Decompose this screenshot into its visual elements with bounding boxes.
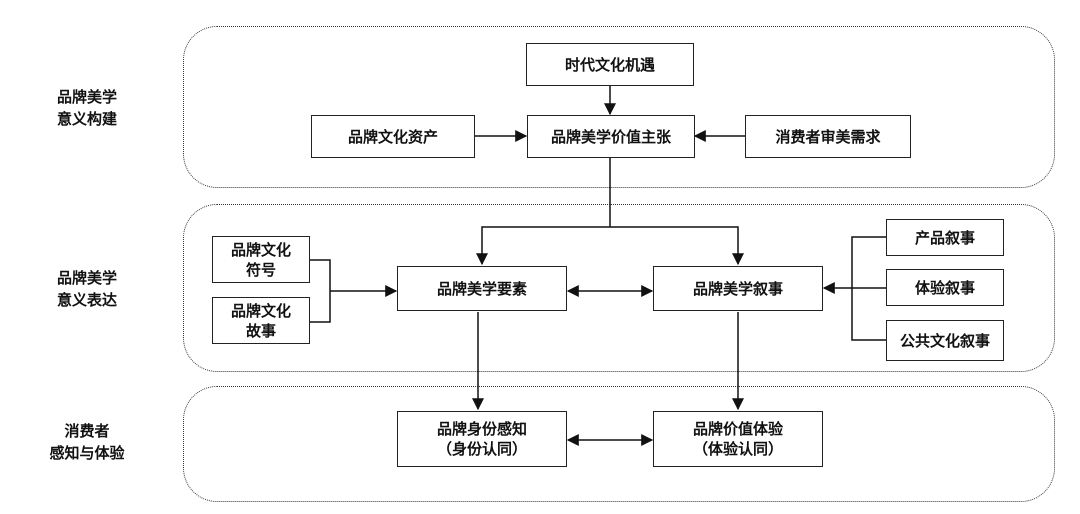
node-text: 消费者审美需求: [775, 127, 881, 146]
node-text: 公共文化叙事: [899, 331, 990, 350]
node-consumer-demand: 消费者审美需求: [745, 115, 911, 158]
node-text: 产品叙事: [914, 228, 975, 247]
node-text: 品牌价值体验: [692, 420, 783, 438]
node-text: 时代文化机遇: [564, 55, 655, 74]
node-text: 品牌文化: [230, 301, 291, 320]
layer-label-perception: 消费者 感知与体验: [17, 420, 157, 464]
node-brand-culture-asset: 品牌文化资产: [311, 115, 475, 158]
node-aesthetic-narrative: 品牌美学叙事: [653, 266, 823, 311]
node-text: 品牌美学叙事: [692, 279, 783, 298]
node-product-narrative: 产品叙事: [886, 219, 1004, 256]
layer-label-expression: 品牌美学 意义表达: [17, 267, 157, 311]
node-text: 品牌美学价值主张: [550, 127, 671, 146]
layer-label-construction: 品牌美学 意义构建: [17, 86, 157, 130]
node-identity-perception: 品牌身份感知 （身份认同）: [397, 411, 567, 467]
edge-symbol-bracket: [310, 259, 331, 323]
node-text: 故事: [245, 321, 276, 340]
layer-label-line: 意义表达: [56, 291, 117, 309]
node-aesthetic-elements: 品牌美学要素: [397, 266, 567, 311]
layer-meaning-construction: [183, 26, 1055, 188]
node-culture-story: 品牌文化 故事: [212, 297, 310, 344]
layer-label-line: 消费者: [64, 422, 110, 440]
edge-value-to-elements: [476, 226, 610, 266]
layer-consumer-perception: [183, 386, 1055, 502]
node-text: 体验叙事: [914, 278, 975, 297]
node-aesthetic-value: 品牌美学价值主张: [527, 115, 695, 158]
layer-label-line: 感知与体验: [49, 444, 125, 462]
node-text: 符号: [245, 260, 276, 279]
layer-meaning-expression: [183, 204, 1055, 372]
node-era-culture: 时代文化机遇: [526, 43, 694, 86]
node-value-experience: 品牌价值体验 （体验认同）: [653, 411, 823, 467]
node-text: 品牌文化资产: [347, 127, 438, 146]
layer-label-line: 意义构建: [56, 110, 117, 128]
node-text: 品牌文化: [230, 240, 291, 259]
node-experience-narrative: 体验叙事: [886, 269, 1004, 306]
edge-value-to-narrative: [610, 226, 744, 266]
node-text: （体验认同）: [692, 440, 783, 458]
node-culture-symbol: 品牌文化 符号: [212, 236, 310, 283]
layer-label-line: 品牌美学: [56, 269, 117, 287]
node-text: 品牌身份感知: [436, 420, 527, 438]
node-text: 品牌美学要素: [436, 279, 527, 298]
node-public-culture-narrative: 公共文化叙事: [886, 320, 1004, 361]
node-text: （身份认同）: [436, 440, 527, 458]
layer-label-line: 品牌美学: [56, 88, 117, 106]
